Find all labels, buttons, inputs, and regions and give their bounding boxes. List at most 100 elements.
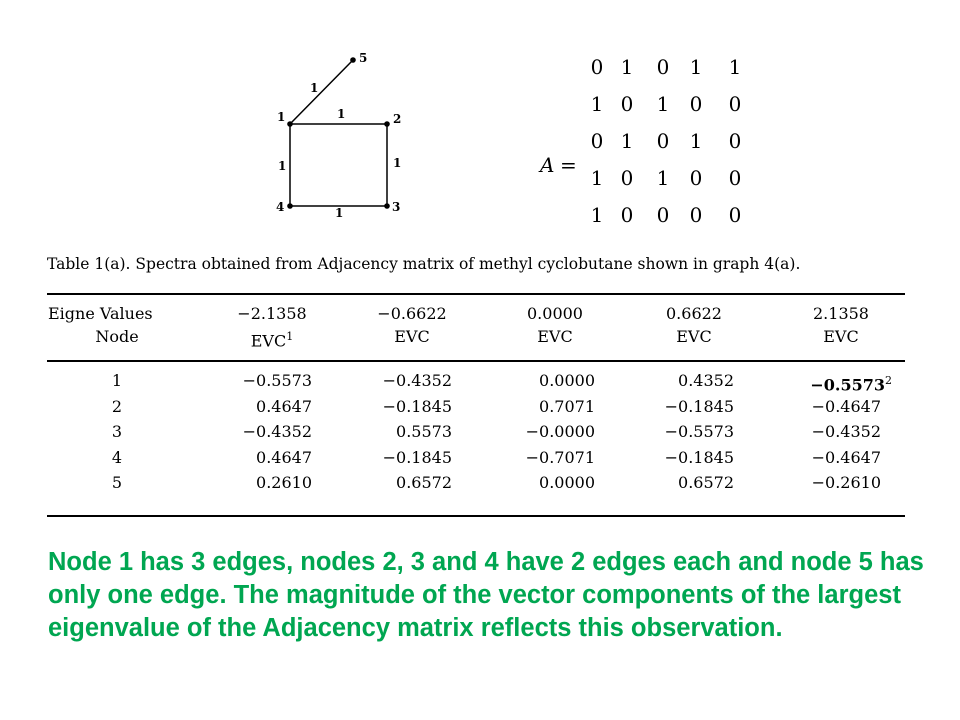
- header-eigenvalue: 0.6622: [666, 304, 722, 323]
- evc-value: −0.5573: [242, 371, 312, 390]
- evc-value: −0.4647: [811, 448, 881, 467]
- node-5: [350, 57, 356, 63]
- evc-label: EVC: [676, 327, 712, 346]
- evc-value: 0.4352: [678, 371, 734, 390]
- matrix-cell: 1: [620, 129, 634, 153]
- header-evc: EVC1: [212, 327, 332, 351]
- matrix-cell: 1: [656, 92, 670, 116]
- header-evc: EVC: [352, 327, 472, 347]
- matrix-cell: 0: [728, 203, 742, 227]
- graph-nodes: [287, 57, 390, 209]
- matrix-cell: 0: [620, 166, 634, 190]
- evc-value: −0.55732: [761, 371, 892, 395]
- matrix-cell: 0: [620, 92, 634, 116]
- header-eigenvalue: 0.0000: [527, 304, 583, 323]
- edge-weight-1-5: 1: [310, 81, 318, 95]
- edge-weight-1-2: 1: [337, 107, 345, 121]
- evc-value: 0.5573: [396, 422, 452, 441]
- header-eigenvalue: 2.1358: [813, 304, 869, 323]
- evc-label: EVC: [394, 327, 430, 346]
- matrix-cell: 0: [656, 203, 670, 227]
- evc-value: −0.2610: [811, 473, 881, 492]
- header-evc: EVC: [781, 327, 901, 347]
- matrix-cell: 1: [590, 203, 604, 227]
- evc-label: EVC: [537, 327, 573, 346]
- evc-value: 0.6572: [396, 473, 452, 492]
- evc-value: −0.0000: [525, 422, 595, 441]
- matrix-cell: 1: [656, 166, 670, 190]
- header-evc: EVC: [495, 327, 615, 347]
- highlight-footnote-mark: 2: [885, 374, 892, 387]
- matrix-cell: 1: [620, 55, 634, 79]
- matrix-cell: 0: [620, 203, 634, 227]
- evc-value: 0.4647: [256, 448, 312, 467]
- edge-weight-4-1: 1: [278, 159, 286, 173]
- table-header-rule: [47, 360, 905, 362]
- node-number: 5: [111, 473, 123, 492]
- node-label-4: 4: [276, 200, 284, 214]
- header-eigenvalue: −0.6622: [377, 304, 447, 323]
- evc-value: −0.4352: [811, 422, 881, 441]
- matrix-cell: 0: [689, 92, 703, 116]
- graph-diagram: 1 2 3 4 5 1 1 1 1 1: [276, 51, 401, 220]
- node-label-5: 5: [359, 51, 367, 65]
- matrix-cell: 0: [689, 166, 703, 190]
- matrix-label: A: [540, 153, 555, 177]
- graph-edges: [289, 59, 388, 207]
- evc-value: 0.7071: [539, 397, 595, 416]
- node-label-1: 1: [277, 110, 285, 124]
- table-caption: Table 1(a). Spectra obtained from Adjace…: [47, 255, 801, 273]
- edge-weight-labels: 1 1 1 1 1: [278, 81, 401, 220]
- node-number: 4: [111, 448, 123, 467]
- node-label-3: 3: [392, 200, 400, 214]
- explanation-note: Node 1 has 3 edges, nodes 2, 3 and 4 hav…: [48, 548, 924, 642]
- matrix-cell: 0: [728, 129, 742, 153]
- matrix-cell: 1: [689, 55, 703, 79]
- matrix-cell: 0: [689, 203, 703, 227]
- evc-value: −0.1845: [382, 448, 452, 467]
- evc-value: 0.4647: [256, 397, 312, 416]
- matrix-cell: 0: [656, 129, 670, 153]
- evc-label: EVC: [823, 327, 859, 346]
- edge-1-5: [289, 59, 354, 125]
- table-bottom-rule: [47, 515, 905, 517]
- node-4: [287, 203, 293, 209]
- node-number: 2: [111, 397, 123, 416]
- matrix-cell: 0: [590, 129, 604, 153]
- evc-value: −0.5573: [664, 422, 734, 441]
- matrix-cell: 1: [728, 55, 742, 79]
- edge-weight-2-3: 1: [393, 156, 401, 170]
- evc-value: −0.4647: [811, 397, 881, 416]
- evc-value: −0.1845: [382, 397, 452, 416]
- evc-value: −0.7071: [525, 448, 595, 467]
- header-evc: EVC: [634, 327, 754, 347]
- header-eigenvalue: −2.1358: [237, 304, 307, 323]
- evc-value: −0.1845: [664, 397, 734, 416]
- matrix-cell: 1: [590, 166, 604, 190]
- evc-value: 0.2610: [256, 473, 312, 492]
- evc-value: −0.4352: [242, 422, 312, 441]
- matrix-cell: 1: [689, 129, 703, 153]
- node-number: 3: [111, 422, 123, 441]
- node-2: [384, 121, 390, 127]
- node-label-2: 2: [393, 112, 401, 126]
- matrix-cell: 0: [728, 166, 742, 190]
- header-node-label: Node: [95, 327, 139, 346]
- edge-weight-3-4: 1: [335, 206, 343, 220]
- evc-footnote-mark: 1: [286, 330, 294, 343]
- evc-value: −0.4352: [382, 371, 452, 390]
- evc-label: EVC: [250, 331, 287, 351]
- evc-value: 0.6572: [678, 473, 734, 492]
- evc-value: −0.1845: [664, 448, 734, 467]
- node-3: [384, 203, 390, 209]
- matrix-cell: 0: [656, 55, 670, 79]
- evc-value: 0.0000: [539, 371, 595, 390]
- header-eigenvalues-label: Eigne Values: [48, 304, 153, 323]
- table-top-rule: [47, 293, 905, 295]
- node-labels: 1 2 3 4 5: [276, 51, 401, 214]
- node-1: [287, 121, 293, 127]
- node-number: 1: [111, 371, 123, 390]
- matrix-cell: 0: [728, 92, 742, 116]
- matrix-cell: 1: [590, 92, 604, 116]
- matrix-equals: =: [560, 153, 577, 177]
